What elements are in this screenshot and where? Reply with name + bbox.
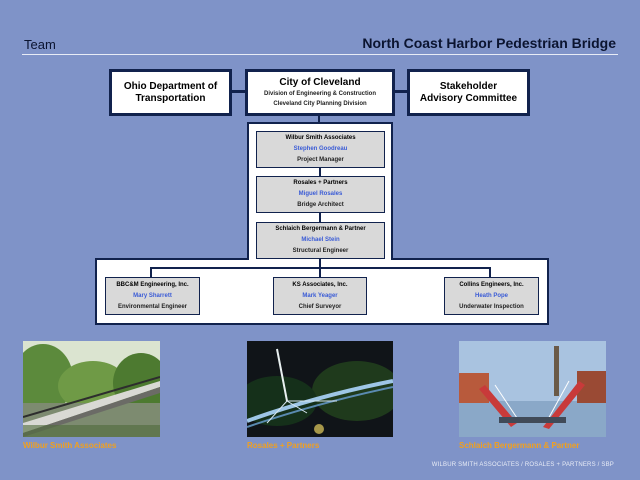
card-role: Environmental Engineer <box>117 303 187 310</box>
page-title: North Coast Harbor Pedestrian Bridge <box>362 35 616 51</box>
city-name: City of Cleveland <box>279 76 361 88</box>
bridge-night-illustration <box>247 341 393 437</box>
city-division: Division of Engineering & Construction <box>263 90 376 97</box>
card-role: Chief Surveyor <box>298 303 342 310</box>
photo-bridge-daytime <box>23 341 160 437</box>
card-org: Collins Engineers, Inc. <box>459 281 524 288</box>
bascule-bridge-illustration <box>459 341 606 437</box>
card-org: KS Associates, Inc. <box>292 281 348 288</box>
card-org: Wilbur Smith Associates <box>285 135 356 141</box>
card-person: Stephen Goodreau <box>293 146 348 152</box>
card-role: Structural Engineer <box>292 248 349 254</box>
connector-sub-3 <box>489 267 491 277</box>
card-org: Rosales + Partners <box>293 180 348 186</box>
connector-sub-2 <box>319 267 321 277</box>
footer-credits: WILBUR SMITH ASSOCIATES / ROSALES + PART… <box>431 462 614 468</box>
card-org: BBC&M Engineering, Inc. <box>116 281 189 288</box>
card-person: Mary Sharrett <box>133 292 172 299</box>
odot-line2: Transportation <box>135 92 206 104</box>
header-divider <box>22 54 618 55</box>
connector-chain-2 <box>319 213 321 222</box>
card-org: Schlaich Bergermann & Partner <box>275 226 366 232</box>
card-person: Mark Yeager <box>302 292 338 299</box>
connector-city-panel <box>318 115 320 124</box>
card-schlaich: Schlaich Bergermann & Partner Michael St… <box>256 222 385 259</box>
card-rosales: Rosales + Partners Miguel Rosales Bridge… <box>256 176 385 213</box>
section-label: Team <box>24 37 56 52</box>
city-box: City of Cleveland Division of Engineerin… <box>245 69 395 116</box>
caption-rosales: Rosales + Partners <box>247 441 320 450</box>
photo-bridge-night <box>247 341 393 437</box>
odot-line1: Ohio Department of <box>123 80 218 92</box>
city-planning: Cleveland City Planning Division <box>273 100 367 107</box>
card-bbcm: BBC&M Engineering, Inc. Mary Sharrett En… <box>105 277 200 315</box>
card-role: Bridge Architect <box>297 202 344 208</box>
photo-bascule-bridge <box>459 341 606 437</box>
caption-schlaich: Schlaich Bergermann & Partner <box>459 441 580 450</box>
connector-chain-3 <box>319 259 321 268</box>
card-person: Michael Stein <box>301 237 340 243</box>
card-role: Project Manager <box>297 157 344 163</box>
connector-sub-1 <box>150 267 152 277</box>
card-collins: Collins Engineers, Inc. Heath Pope Under… <box>444 277 539 315</box>
stakeholder-line2: Advisory Committee <box>419 92 518 104</box>
odot-box: Ohio Department of Transportation <box>109 69 232 116</box>
stakeholder-line1: Stakeholder <box>439 80 498 92</box>
connector-chain-1 <box>319 168 321 176</box>
bridge-daytime-illustration <box>23 341 160 437</box>
card-wilbur-smith: Wilbur Smith Associates Stephen Goodreau… <box>256 131 385 168</box>
card-ks-associates: KS Associates, Inc. Mark Yeager Chief Su… <box>273 277 367 315</box>
connector-odot-city <box>230 90 246 93</box>
card-person: Heath Pope <box>474 292 508 299</box>
card-person: Miguel Rosales <box>298 191 343 197</box>
stakeholder-box: Stakeholder Advisory Committee <box>407 69 530 116</box>
connector-city-stakeholder <box>393 90 409 93</box>
caption-wilbur-smith: Wilbur Smith Associates <box>23 441 117 450</box>
card-role: Underwater Inspection <box>459 303 524 310</box>
